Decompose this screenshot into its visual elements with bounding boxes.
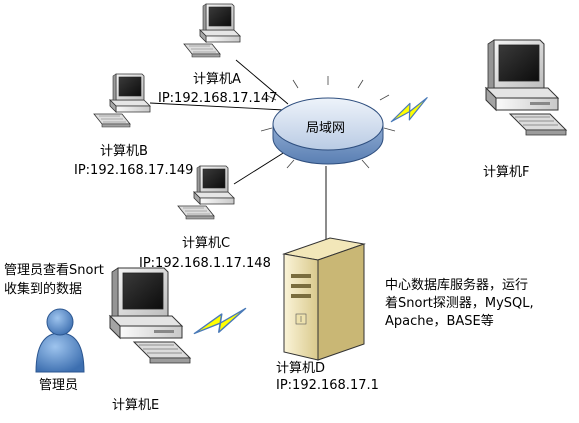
admin-name: 管理员 bbox=[39, 378, 79, 393]
computer-f-icon bbox=[485, 39, 567, 136]
computer-c-ip: IP:192.168.1.17.148 bbox=[139, 256, 271, 271]
link-c bbox=[233, 149, 289, 185]
computer-b-icon bbox=[93, 73, 151, 128]
admin-note-line2: 收集到的数据 bbox=[4, 282, 83, 297]
administrator-icon bbox=[35, 308, 85, 373]
computer-d-ip: IP:192.168.17.1 bbox=[276, 378, 379, 393]
link-b bbox=[149, 102, 285, 111]
computer-d-name: 计算机D bbox=[276, 361, 326, 376]
computer-c-name: 计算机C bbox=[182, 236, 231, 251]
computer-a-icon bbox=[183, 3, 241, 58]
computer-f-name: 计算机F bbox=[483, 165, 530, 180]
wireless-link-f bbox=[387, 97, 432, 125]
lan-label: 局域网 bbox=[306, 121, 346, 136]
computer-e-icon bbox=[109, 267, 191, 364]
link-a bbox=[235, 59, 289, 105]
server-note-line1: 中心数据库服务器，运行 bbox=[385, 278, 529, 293]
wireless-link-e bbox=[191, 307, 250, 337]
computer-b-ip: IP:192.168.17.149 bbox=[74, 163, 194, 178]
admin-note-line1: 管理员查看Snort bbox=[4, 263, 104, 278]
computer-e-name: 计算机E bbox=[112, 398, 160, 413]
server-note-line2: 着Snort探测器，MySQL, bbox=[385, 296, 534, 311]
server-d-icon bbox=[282, 237, 366, 361]
server-note-line3: Apache，BASE等 bbox=[385, 314, 494, 329]
computer-b-name: 计算机B bbox=[100, 144, 148, 159]
lan-network-icon bbox=[260, 76, 396, 169]
computer-a-name: 计算机A bbox=[193, 72, 241, 87]
computer-a-ip: IP:192.168.17.147 bbox=[158, 91, 278, 106]
